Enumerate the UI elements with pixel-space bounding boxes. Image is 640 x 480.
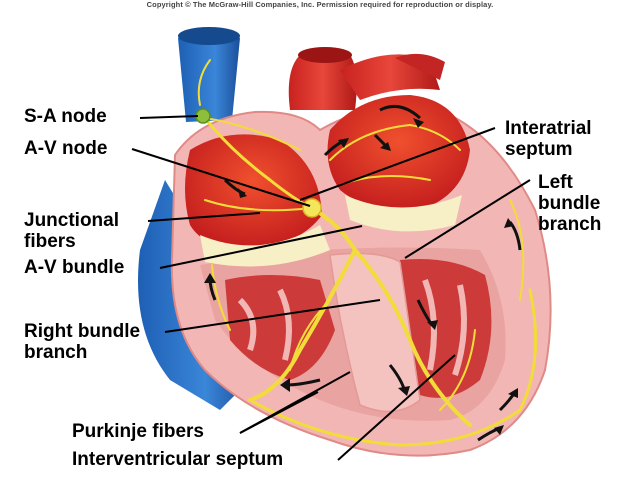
superior-vena-cava bbox=[178, 27, 240, 122]
label-av-node: A-V node bbox=[24, 138, 108, 159]
label-sa-node: S-A node bbox=[24, 106, 107, 127]
interventricular-septum bbox=[329, 252, 421, 413]
left-atrium bbox=[327, 95, 470, 232]
label-interatrial-septum: Interatrial septum bbox=[505, 118, 592, 160]
label-left-bundle-branch: Left bundle branch bbox=[538, 172, 602, 235]
av-node-mark bbox=[302, 198, 322, 218]
sa-node-mark bbox=[195, 108, 211, 124]
label-av-bundle: A-V bundle bbox=[24, 257, 125, 278]
aorta bbox=[288, 47, 445, 110]
label-interventricular-septum: Interventricular septum bbox=[72, 449, 284, 470]
label-purkinje-fibers: Purkinje fibers bbox=[72, 421, 204, 442]
label-junctional-fibers: Junctional fibers bbox=[24, 210, 120, 252]
conduction-system bbox=[197, 59, 538, 447]
right-ventricle bbox=[225, 275, 335, 380]
leader-lines bbox=[131, 115, 531, 461]
label-right-bundle-branch: Right bundle branch bbox=[24, 321, 141, 363]
copyright-notice: Copyright © The McGraw-Hill Companies, I… bbox=[146, 0, 494, 9]
arrow-heads bbox=[204, 118, 518, 435]
